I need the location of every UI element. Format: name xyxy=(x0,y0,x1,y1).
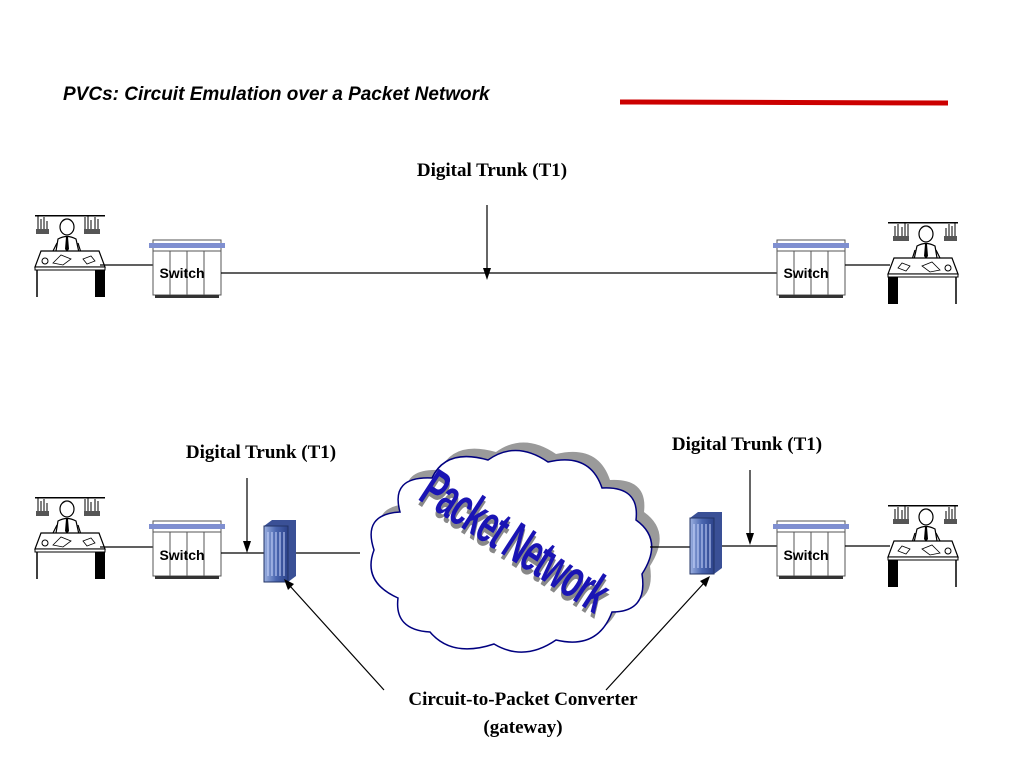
arrowhead xyxy=(243,541,251,553)
pointer-line xyxy=(605,582,705,691)
right-trunk-label: Digital Trunk (T1) xyxy=(671,434,823,455)
person-at-desk-icon xyxy=(34,496,106,580)
gateway-icon xyxy=(689,511,723,575)
converter-label: Circuit-to-Packet Converter xyxy=(408,689,638,710)
switch-label: Switch xyxy=(159,547,204,563)
left-trunk-label: Digital Trunk (T1) xyxy=(185,442,337,463)
person-at-desk-icon xyxy=(887,221,959,305)
title-rule xyxy=(619,99,949,106)
top-trunk-label: Digital Trunk (T1) xyxy=(416,160,568,181)
gateway-icon xyxy=(263,519,297,583)
arrowhead xyxy=(483,268,491,280)
pointer-line xyxy=(289,585,385,691)
slide-title: PVCs: Circuit Emulation over a Packet Ne… xyxy=(63,84,490,105)
cloud-icon xyxy=(370,442,660,653)
switch-label: Switch xyxy=(159,265,204,281)
switch-label: Switch xyxy=(783,547,828,563)
switch-label: Switch xyxy=(783,265,828,281)
arrowhead xyxy=(746,533,754,545)
arrowhead xyxy=(700,576,710,587)
person-at-desk-icon xyxy=(887,504,959,588)
arrowhead xyxy=(284,579,294,590)
person-at-desk-icon xyxy=(34,214,106,298)
gateway-label: (gateway) xyxy=(483,717,563,738)
